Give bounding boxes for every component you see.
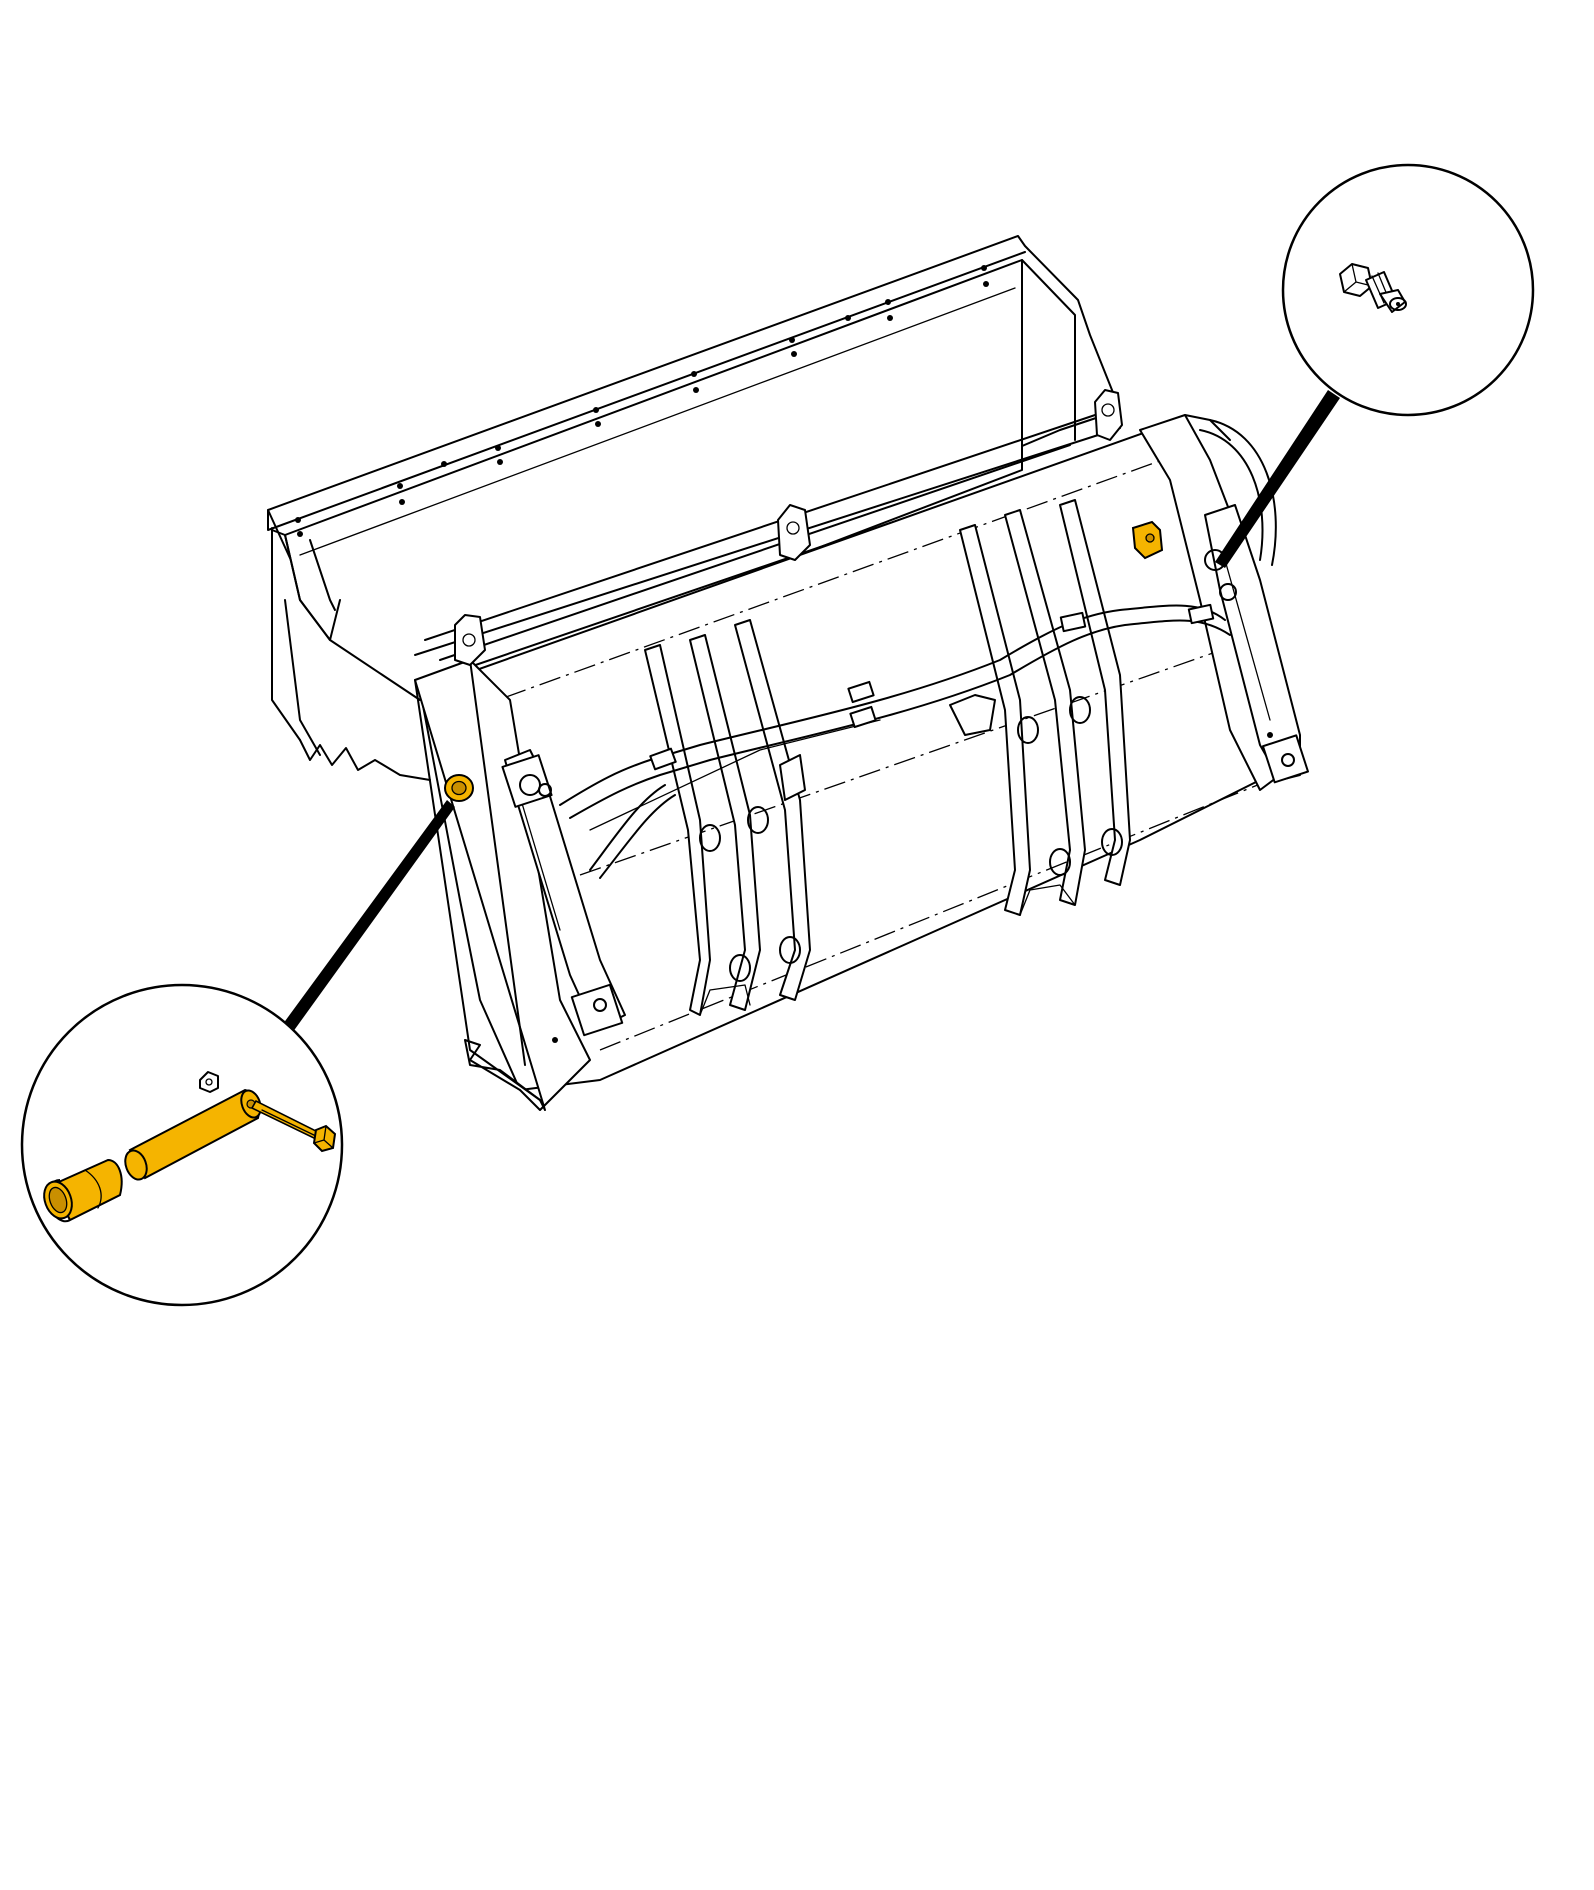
pivot-pin-leader: [280, 800, 455, 1036]
loader-bucket: [267, 235, 1309, 1111]
left-coupler-bracket: [644, 619, 811, 1016]
right-pivot-bushing: [1131, 520, 1164, 560]
grease-fitting-leader: [1215, 390, 1340, 568]
hydraulic-hoses: [559, 603, 1231, 879]
left-hydraulic-cylinder: [501, 749, 626, 1037]
grease-fitting-callout: [1281, 163, 1535, 417]
left-pivot-bushing: [444, 774, 474, 802]
right-hydraulic-cylinder: [1204, 504, 1309, 784]
right-coupler-bracket: [959, 499, 1131, 916]
pivot-pin-assembly: [43, 1071, 337, 1223]
pivot-pin-callout: [20, 983, 344, 1307]
rivet-holes: [295, 265, 1273, 1043]
grease-fitting: [1339, 263, 1407, 313]
